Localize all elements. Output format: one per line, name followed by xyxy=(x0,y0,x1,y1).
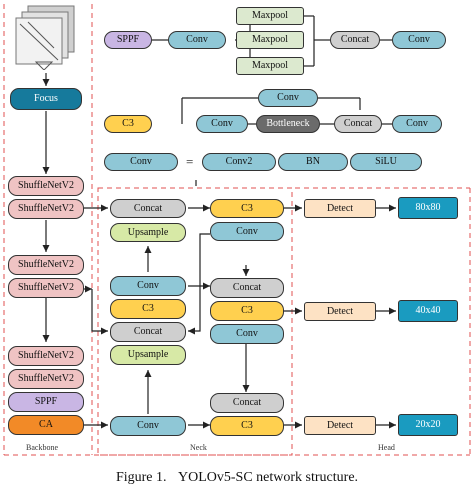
legend-conv-conv2: Conv2 xyxy=(202,153,276,171)
legend-c3: C3 xyxy=(104,115,152,133)
backbone-shufflenet-5: ShuffleNetV2 xyxy=(8,346,84,366)
neck-section-label: Neck xyxy=(190,443,207,452)
backbone-sppf: SPPF xyxy=(8,392,84,412)
legend-c3-conv-top: Conv xyxy=(258,89,318,107)
neck-left-concat-2: Concat xyxy=(110,322,186,342)
head-section-label: Head xyxy=(378,443,395,452)
legend-sppf-maxpool-3: Maxpool xyxy=(236,57,304,75)
head-detect-2: Detect xyxy=(304,302,376,321)
neck-to-head-arrows xyxy=(284,204,396,429)
legend-c3-conv-left: Conv xyxy=(196,115,248,133)
neck-right-c3-3: C3 xyxy=(210,416,284,436)
backbone-shufflenet-6: ShuffleNetV2 xyxy=(8,369,84,389)
legend-conv-silu: SiLU xyxy=(350,153,422,171)
legend-conv-bn: BN xyxy=(278,153,348,171)
backbone-to-neck-arrows xyxy=(84,204,108,429)
legend-sppf: SPPF xyxy=(104,31,152,49)
legend-c3-concat: Concat xyxy=(334,115,382,133)
figure-caption: Figure 1. YOLOv5-SC network structure. xyxy=(0,470,474,486)
neck-left-upsample-2: Upsample xyxy=(110,345,186,365)
legend-sppf-maxpool-2: Maxpool xyxy=(236,31,304,49)
neck-left-upsample-1: Upsample xyxy=(110,223,186,242)
neck-right-conv-2: Conv xyxy=(210,324,284,344)
neck-right-concat-1: Concat xyxy=(210,278,284,298)
neck-left-c3-1: C3 xyxy=(110,299,186,319)
backbone-ca: CA xyxy=(8,415,84,435)
neck-right-conv-1: Conv xyxy=(210,222,284,241)
neck-left-conv-1: Conv xyxy=(110,276,186,296)
neck-right-c3-2: C3 xyxy=(210,301,284,321)
neck-cross-lines xyxy=(188,233,210,335)
legend-sppf-conv-a: Conv xyxy=(168,31,226,49)
backbone-section-label: Backbone xyxy=(26,443,58,452)
caption-title: YOLOv5-SC network structure. xyxy=(178,470,359,485)
head-detect-1: Detect xyxy=(304,199,376,218)
neck-right-concat-2: Concat xyxy=(210,393,284,413)
backbone-to-neck-lines xyxy=(91,289,108,335)
neck-left-arrows xyxy=(144,204,250,429)
section-boundaries xyxy=(3,4,471,456)
head-output-40x40: 40x40 xyxy=(398,300,458,322)
legend-conv-equals: = xyxy=(186,154,194,169)
legend-sppf-maxpool-1: Maxpool xyxy=(236,7,304,25)
legend-c3-conv-right: Conv xyxy=(392,115,442,133)
backbone-shufflenet-3: ShuffleNetV2 xyxy=(8,255,84,275)
caption-figure-number: Figure 1. xyxy=(115,470,167,485)
neck-left-concat-1: Concat xyxy=(110,199,186,218)
head-detect-3: Detect xyxy=(304,416,376,435)
head-output-80x80: 80x80 xyxy=(398,197,458,219)
legend-sppf-conv-b: Conv xyxy=(392,31,446,49)
legend-c3-bottleneck: Bottleneck xyxy=(256,115,320,133)
legend-conv: Conv xyxy=(104,153,178,171)
backbone-shufflenet-4: ShuffleNetV2 xyxy=(8,278,84,298)
backbone-shufflenet-1: ShuffleNetV2 xyxy=(8,176,84,196)
backbone-shufflenet-2: ShuffleNetV2 xyxy=(8,199,84,219)
input-image-icon xyxy=(14,4,76,71)
neck-left-conv-2: Conv xyxy=(110,416,186,436)
backbone-focus: Focus xyxy=(10,88,82,110)
head-output-20x20: 20x20 xyxy=(398,414,458,436)
neck-right-c3-1: C3 xyxy=(210,199,284,218)
legend-sppf-concat: Concat xyxy=(330,31,380,49)
